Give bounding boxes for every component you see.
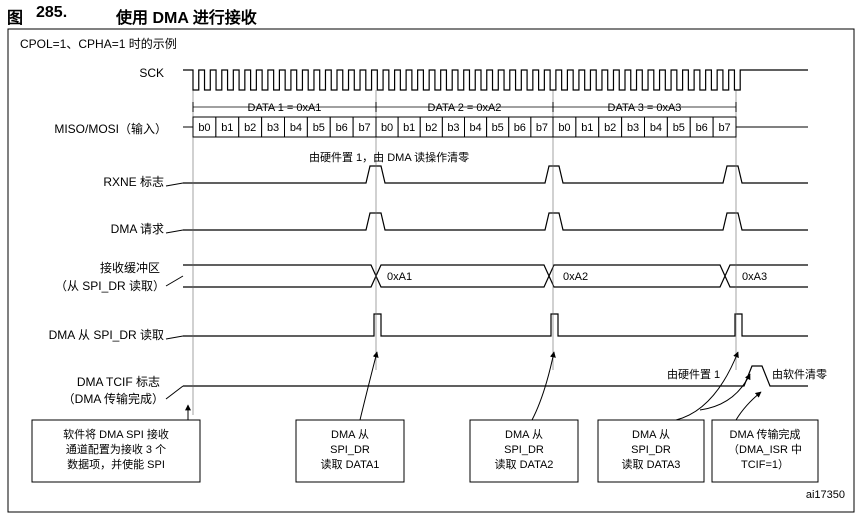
annotation-box-line: 读取 DATA1 xyxy=(321,457,380,471)
bit-label: b4 xyxy=(650,122,662,134)
rx-buffer-value: 0xA2 xyxy=(563,271,588,283)
bit-label: b1 xyxy=(403,122,415,134)
annotation-box-line: SPI_DR xyxy=(330,444,370,456)
arrow-read-data2 xyxy=(531,351,556,421)
annotation-box-line: 通道配置为接收 3 个 xyxy=(66,442,166,456)
annotation-box-line: 数据项，并使能 SPI xyxy=(67,457,165,471)
bit-label: b5 xyxy=(673,122,685,134)
leader-rxne xyxy=(165,182,184,187)
bit-label: b7 xyxy=(358,122,370,134)
annotation-box xyxy=(469,419,579,483)
tcif-clear-annotation: 由软件清零 xyxy=(772,367,827,381)
annotation-box-line: DMA 从 xyxy=(632,429,670,441)
leader-rx-buffer xyxy=(165,275,184,287)
annotation-box-line: DMA 从 xyxy=(505,429,543,441)
waveform-tcif xyxy=(183,365,808,387)
bit-label: b2 xyxy=(244,122,256,134)
bit-label: b5 xyxy=(492,122,504,134)
bit-label: b0 xyxy=(381,122,393,134)
label-rxne: RXNE 标志 xyxy=(103,175,164,189)
figure-title: 使用 DMA 进行接收 xyxy=(116,10,257,27)
waveform-dma-read xyxy=(183,313,808,337)
frame-label: DATA 2 = 0xA2 xyxy=(428,102,502,114)
annotation-box-line: （DMA_ISR 中 xyxy=(728,443,802,456)
bit-label: b3 xyxy=(627,122,639,134)
bit-label: b2 xyxy=(604,122,616,134)
bit-label: b3 xyxy=(267,122,279,134)
label-dma-request: DMA 请求 xyxy=(111,222,164,236)
waveform-rx-buffer xyxy=(183,264,808,288)
annotation-box-line: SPI_DR xyxy=(631,444,671,456)
bit-label: b0 xyxy=(198,122,210,134)
waveform-rxne xyxy=(183,165,808,184)
rx-buffer-value: 0xA1 xyxy=(387,271,412,283)
label-tcif-1: DMA TCIF 标志 xyxy=(77,375,160,389)
bit-label: b4 xyxy=(290,122,302,134)
label-rx-buffer-1: 接收缓冲区 xyxy=(100,260,160,275)
label-rx-buffer-2: （从 SPI_DR 读取） xyxy=(55,279,165,293)
frame-label: DATA 3 = 0xA3 xyxy=(608,102,682,114)
frame-label: DATA 1 = 0xA1 xyxy=(248,102,322,114)
bit-label: b6 xyxy=(514,122,526,134)
bit-label: b4 xyxy=(469,122,481,134)
bit-label: b2 xyxy=(425,122,437,134)
tcif-set-annotation: 由硬件置 1 xyxy=(667,367,720,381)
bit-label: b3 xyxy=(447,122,459,134)
arrow-read-data1 xyxy=(359,351,379,421)
leader-dma-read xyxy=(165,335,184,340)
label-tcif-2: （DMA 传输完成） xyxy=(63,391,164,406)
bit-label: b5 xyxy=(313,122,325,134)
diagram-subtitle: CPOL=1、CPHA=1 时的示例 xyxy=(20,36,177,51)
rx-buffer-value: 0xA3 xyxy=(742,271,767,283)
annotation-box-line: 软件将 DMA SPI 接收 xyxy=(63,427,169,441)
annotation-box xyxy=(597,419,705,483)
arrow-tcif-set xyxy=(699,373,751,411)
annotation-box-line: 读取 DATA2 xyxy=(495,457,554,471)
label-sck: SCK xyxy=(139,66,164,80)
waveform-sck xyxy=(183,69,808,91)
bit-label: b7 xyxy=(536,122,548,134)
bit-label: b6 xyxy=(336,122,348,134)
label-dma-read: DMA 从 SPI_DR 读取 xyxy=(49,328,164,342)
annotation-box xyxy=(31,419,201,483)
rxne-annotation: 由硬件置 1，由 DMA 读操作清零 xyxy=(309,150,469,164)
bit-label: b1 xyxy=(581,122,593,134)
leader-tcif xyxy=(165,385,184,400)
label-miso-mosi: MISO/MOSI（输入） xyxy=(54,121,167,136)
annotation-box-line: 读取 DATA3 xyxy=(622,457,681,471)
annotation-box xyxy=(295,419,405,483)
leader-dma-request xyxy=(165,229,184,234)
arrow-read-data3 xyxy=(675,351,739,421)
diagram-frame xyxy=(7,28,855,513)
annotation-box-line: TCIF=1） xyxy=(741,458,789,471)
annotation-box-line: DMA 从 xyxy=(331,429,369,441)
arrow-transfer-complete xyxy=(735,391,762,421)
bit-label: b6 xyxy=(696,122,708,134)
figure-id: ai17350 xyxy=(806,489,845,501)
bit-label: b0 xyxy=(558,122,570,134)
bit-label: b1 xyxy=(221,122,233,134)
figure-number: 285. xyxy=(36,4,68,21)
annotation-box-line: DMA 传输完成 xyxy=(730,427,801,441)
annotation-box-line: SPI_DR xyxy=(504,444,544,456)
annotation-box xyxy=(711,419,819,483)
bit-label: b7 xyxy=(718,122,730,134)
waveform-dma-request xyxy=(183,212,808,231)
figure-prefix: 图 xyxy=(7,10,24,27)
